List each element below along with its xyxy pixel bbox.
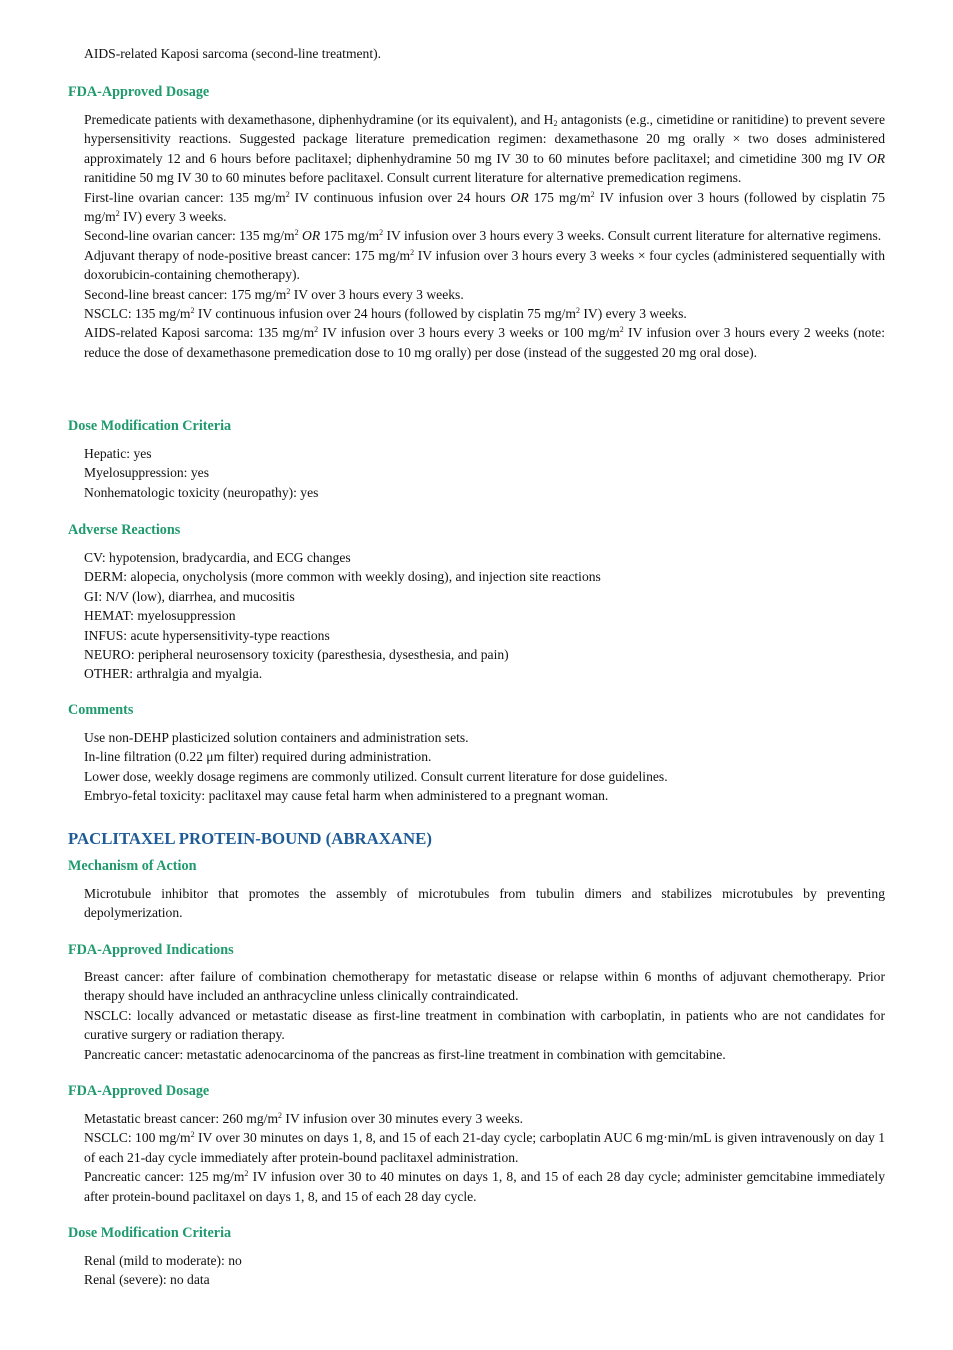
list-item: In-line filtration (0.22 μm filter) requ… [84,749,432,765]
list-item: Use non-DEHP plasticized solution contai… [84,730,469,745]
adverse-reactions-list: CV: hypotension, bradycardia, and ECG ch… [84,548,885,684]
section-heading-mechanism: Mechanism of Action [68,858,197,874]
dosage-block-abraxane: Metastatic breast cancer: 260 mg/m2 IV i… [84,1109,885,1206]
mechanism-text: Microtubule inhibitor that promotes the … [84,886,885,921]
dosage-pancreatic: Pancreatic cancer: 125 mg/m2 IV infusion… [84,1169,885,1204]
dose-modification-list: Hepatic: yes Myelosuppression: yes Nonhe… [84,444,885,502]
indication-pancreatic: Pancreatic cancer: metastatic adenocarci… [84,1046,726,1062]
list-item: GI: N/V (low), diarrhea, and mucositis [84,588,295,604]
adjuvant-breast-dosage: Adjuvant therapy of node-positive breast… [84,247,886,283]
section-heading-adverse-reactions: Adverse Reactions [68,522,181,538]
comments-list: Use non-DEHP plasticized solution contai… [84,728,885,806]
list-item: DERM: alopecia, onycholysis (more common… [84,569,601,585]
dosage-breast: Metastatic breast cancer: 260 mg/m2 IV i… [84,1111,524,1126]
section-heading-dosage-abraxane: FDA-Approved Dosage [68,1083,210,1099]
kaposi-dosage: AIDS-related Kaposi sarcoma: 135 mg/m2 I… [84,325,885,360]
second-line-breast-dosage: Second-line breast cancer: 175 mg/m2 IV … [84,286,464,302]
indication-nsclc: NSCLC: locally advanced or metastatic di… [84,1007,885,1043]
indication-breast: Breast cancer: after failure of combinat… [84,969,885,1004]
dosage-block: Premedicate patients with dexamethasone,… [84,110,885,362]
nsclc-dosage: NSCLC: 135 mg/m2 IV continuous infusion … [84,306,687,322]
list-item: Hepatic: yes [84,446,152,461]
dosage-nsclc: NSCLC: 100 mg/m2 IV over 30 minutes on d… [84,1130,885,1165]
list-item: INFUS: acute hypersensitivity-type react… [84,627,330,643]
list-item: HEMAT: myelosuppression [84,608,236,624]
list-item: Renal (mild to moderate): no [84,1253,242,1268]
list-item: OTHER: arthralgia and myalgia. [84,666,263,682]
list-item: CV: hypotension, bradycardia, and ECG ch… [84,550,351,565]
text-line: AIDS-related Kaposi sarcoma (second-line… [84,46,382,61]
list-item: Renal (severe): no data [84,1272,210,1288]
list-item: Myelosuppression: yes [84,465,209,481]
premedication-paragraph: Premedicate patients with dexamethasone,… [84,112,885,186]
section-heading-dosage: FDA-Approved Dosage [68,84,210,100]
list-item: Embryo-fetal toxicity: paclitaxel may ca… [84,788,609,804]
mechanism-block: Microtubule inhibitor that promotes the … [84,884,885,923]
list-item: Nonhematologic toxicity (neuropathy): ye… [84,484,319,500]
section-heading-dose-modification: Dose Modification Criteria [68,418,232,434]
drug-title: PACLITAXEL PROTEIN-BOUND (ABRAXANE) [68,829,432,848]
section-heading-dose-modification-abraxane: Dose Modification Criteria [68,1225,232,1241]
section-heading-comments: Comments [68,702,134,718]
list-item: Lower dose, weekly dosage regimens are c… [84,768,668,784]
dose-modification-list-abraxane: Renal (mild to moderate): no Renal (seve… [84,1251,885,1290]
indications-block: Breast cancer: after failure of combinat… [84,967,885,1064]
list-item: NEURO: peripheral neurosensory toxicity … [84,647,509,663]
second-line-ovarian-dosage: Second-line ovarian cancer: 135 mg/m2 OR… [84,228,882,244]
section-heading-indications: FDA-Approved Indications [68,942,234,958]
indication-continuation: AIDS-related Kaposi sarcoma (second-line… [84,44,885,63]
first-line-ovarian-dosage: First-line ovarian cancer: 135 mg/m2 IV … [84,189,885,225]
